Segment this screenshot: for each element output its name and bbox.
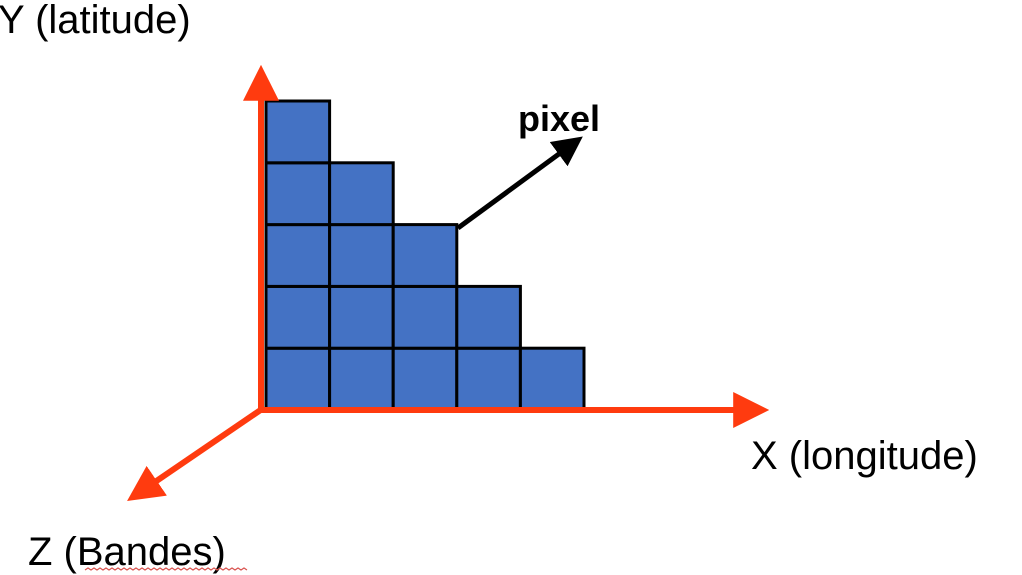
pixel-cell: [264, 161, 332, 227]
pixel-label: pixel: [518, 98, 600, 139]
pixel-cell: [391, 346, 459, 412]
pixel-cell: [328, 161, 395, 227]
x-axis-label: X (longitude): [751, 434, 978, 478]
z-axis-label: Z (Bandes): [28, 530, 226, 574]
z-axis-arrow: [127, 406, 264, 502]
y-axis-label: Y (latitude): [0, 0, 191, 42]
pixel-cell: [455, 284, 522, 350]
pixel-cell: [264, 346, 332, 412]
pixel-cell: [328, 284, 395, 350]
pixel-cell: [328, 223, 395, 288]
pixel-cell: [518, 346, 586, 412]
pixel-cell: [391, 284, 459, 350]
spellcheck-underline: [84, 567, 248, 571]
pixel-cell: [455, 346, 522, 412]
pixel-cell: [264, 223, 332, 288]
pixel-pointer-arrow: [456, 136, 583, 231]
pixel-grid: [264, 99, 586, 412]
pixel-cell: [328, 346, 395, 412]
pixel-cell: [264, 99, 332, 165]
pixel-cell: [391, 223, 459, 288]
pixel-cell: [264, 284, 332, 350]
